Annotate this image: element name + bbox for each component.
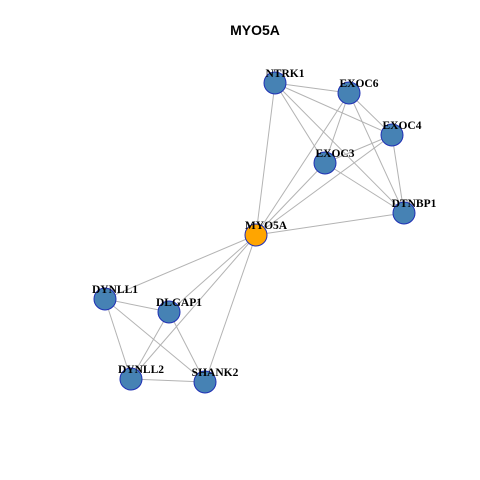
node-label-dlgap1: DLGAP1 xyxy=(156,297,202,309)
node-label-exoc6: EXOC6 xyxy=(340,78,379,90)
edge-myo5a-exoc6 xyxy=(255,92,350,236)
graph-title: MYO5A xyxy=(230,22,280,38)
edge-dlgap1-dynll2 xyxy=(130,311,170,380)
node-exoc3[interactable] xyxy=(313,151,337,175)
edge-dlgap1-shank2 xyxy=(168,311,206,383)
edge-myo5a-shank2 xyxy=(204,234,257,383)
node-shank2[interactable] xyxy=(193,370,217,394)
edge-myo5a-dtnbp1 xyxy=(255,212,405,236)
edge-dynll1-shank2 xyxy=(104,298,206,383)
node-label-exoc3: EXOC3 xyxy=(316,148,355,160)
edge-ntrk1-exoc4 xyxy=(274,82,393,136)
edge-myo5a-dynll2 xyxy=(130,234,257,380)
edge-ntrk1-dtnbp1 xyxy=(274,82,405,214)
node-label-myo5a: MYO5A xyxy=(245,220,288,232)
edge-exoc4-exoc3 xyxy=(324,134,393,164)
edge-myo5a-ntrk1 xyxy=(255,82,276,236)
nodes-layer xyxy=(93,71,416,394)
node-label-exoc4: EXOC4 xyxy=(383,120,422,132)
node-label-ntrk1: NTRK1 xyxy=(266,68,305,80)
edge-myo5a-dlgap1 xyxy=(168,234,257,313)
edge-myo5a-exoc3 xyxy=(255,162,326,236)
node-dynll2[interactable] xyxy=(119,367,143,391)
node-dtnbp1[interactable] xyxy=(392,201,416,225)
edge-exoc4-dtnbp1 xyxy=(391,134,405,214)
edge-exoc3-dtnbp1 xyxy=(324,162,405,214)
node-exoc6[interactable] xyxy=(337,81,361,105)
node-exoc4[interactable] xyxy=(380,123,404,147)
edge-ntrk1-exoc6 xyxy=(274,82,350,94)
node-ntrk1[interactable] xyxy=(263,71,287,95)
node-dynll1[interactable] xyxy=(93,287,117,311)
node-label-dtnbp1: DTNBP1 xyxy=(392,198,437,210)
edge-myo5a-dynll1 xyxy=(104,234,257,300)
node-dlgap1[interactable] xyxy=(157,300,181,324)
node-label-dynll1: DYNLL1 xyxy=(92,284,138,296)
edge-ntrk1-exoc3 xyxy=(274,82,326,164)
node-label-shank2: SHANK2 xyxy=(192,367,239,379)
edge-myo5a-exoc4 xyxy=(255,134,393,236)
node-myo5a[interactable] xyxy=(244,223,268,247)
edge-dynll2-shank2 xyxy=(130,378,206,383)
labels-layer: MYO5A NTRK1EXOC6EXOC4EXOC3DTNBP1DYNLL1DLG… xyxy=(92,68,437,379)
edge-exoc6-dtnbp1 xyxy=(348,92,405,214)
edge-exoc6-exoc3 xyxy=(324,92,350,164)
edge-dynll1-dynll2 xyxy=(104,298,132,380)
node-label-dynll2: DYNLL2 xyxy=(118,364,164,376)
